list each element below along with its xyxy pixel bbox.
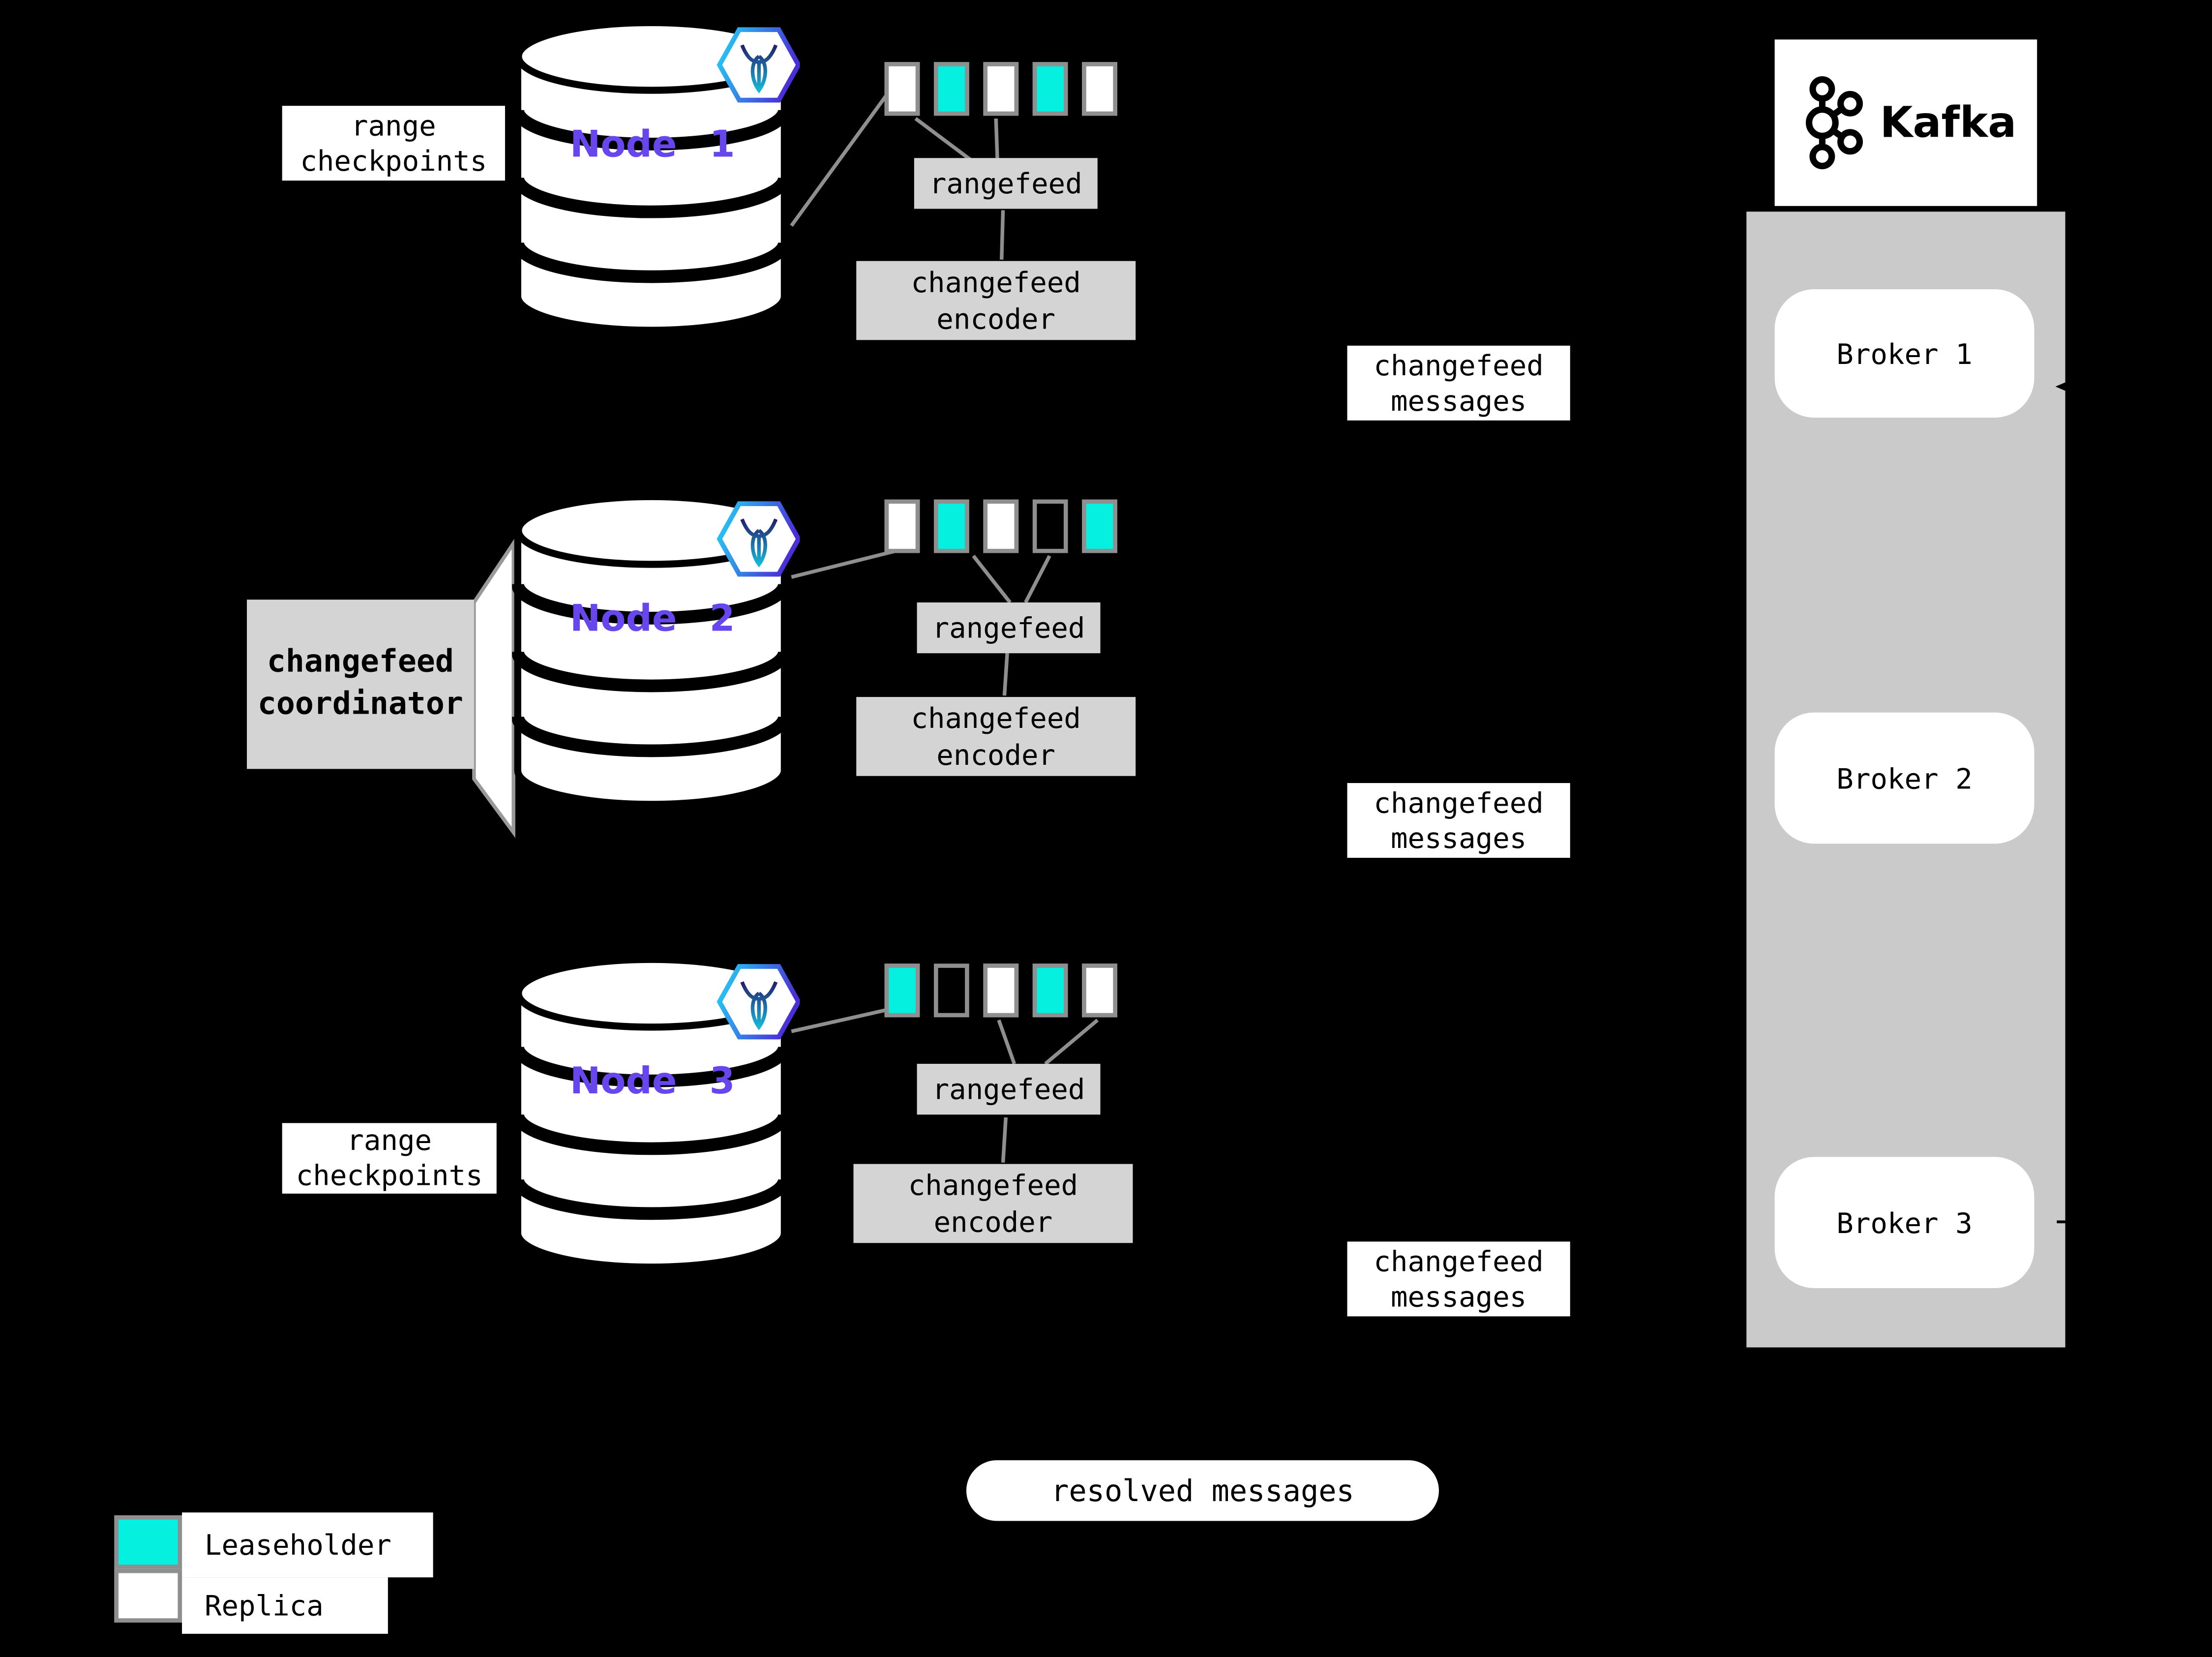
range-square — [983, 499, 1019, 553]
kafka-wordmark: Kafka — [1880, 98, 2017, 148]
changefeed-encoder-box-1: changefeed encoder — [856, 261, 1136, 340]
node2-cylinder — [512, 494, 790, 807]
legend-replica-swatch — [114, 1568, 182, 1623]
rangefeed-box-2: rangefeed — [917, 602, 1101, 654]
node3-cylinder — [512, 956, 790, 1270]
range-square — [1082, 499, 1117, 553]
cockroachdb-badge-icon — [715, 21, 800, 109]
legend-replica-label: Replica — [182, 1577, 388, 1634]
resolved-messages-pill: resolved messages — [966, 1460, 1439, 1521]
rangefeed-box-3: rangefeed — [917, 1063, 1101, 1115]
legend-leaseholder-label: Leaseholder — [182, 1512, 433, 1578]
cockroachdb-badge-icon — [715, 495, 800, 583]
range-square — [1032, 964, 1068, 1018]
range-square — [1032, 499, 1068, 553]
range-square — [1082, 964, 1117, 1018]
range-checkpoints-label-2: range checkpoints — [282, 1123, 497, 1194]
legend-leaseholder-swatch — [114, 1515, 182, 1569]
range-square — [884, 62, 920, 116]
kafka-logo-icon — [1805, 76, 1862, 170]
range-square — [934, 964, 969, 1018]
range-square — [934, 499, 969, 553]
range-square — [1082, 62, 1117, 116]
changefeed-messages-label-3: changefeed messages — [1347, 1241, 1570, 1317]
range-square — [884, 499, 920, 553]
line-range-to-rangefeed3b — [1044, 1019, 1099, 1065]
line-rangefeed1-to-encoder1 — [999, 210, 1005, 260]
rangefeed-box-1: rangefeed — [914, 158, 1098, 209]
line-node2-to-range — [791, 547, 905, 579]
line-rangefeed2-to-encoder2 — [1002, 653, 1009, 696]
node2-label: Node 2 — [569, 598, 735, 641]
broker-3: Broker 3 — [1774, 1157, 2034, 1289]
line-range-to-rangefeed2 — [972, 554, 1012, 604]
range-square — [1032, 62, 1068, 116]
changefeed-encoder-box-2: changefeed encoder — [856, 697, 1136, 776]
range-square — [983, 964, 1019, 1018]
cockroachdb-badge-icon — [715, 958, 800, 1046]
range-checkpoints-label-1: range checkpoints — [282, 106, 505, 181]
line-range-to-rangefeed2b — [1024, 555, 1051, 603]
line-range-to-rangefeed1 — [914, 117, 973, 163]
coordinator-flag-shape — [472, 537, 515, 838]
node3-label: Node 3 — [569, 1061, 735, 1104]
line-rangefeed3-to-encoder3 — [1001, 1117, 1008, 1163]
range-square — [884, 964, 920, 1018]
kafka-logo-box: Kafka — [1774, 39, 2037, 206]
range-square — [983, 62, 1019, 116]
line-range-to-rangefeed1b — [994, 118, 999, 160]
node1-cylinder — [512, 20, 790, 333]
changefeed-messages-label-2: changefeed messages — [1347, 783, 1570, 858]
line-node1-to-range — [790, 94, 888, 227]
broker-2: Broker 2 — [1774, 712, 2034, 844]
range-square — [934, 62, 969, 116]
node1-label: Node 1 — [569, 124, 735, 167]
changefeed-messages-label-1: changefeed messages — [1347, 345, 1570, 421]
changefeed-encoder-box-3: changefeed encoder — [853, 1164, 1133, 1243]
line-range-to-rangefeed3 — [997, 1019, 1016, 1065]
broker-1: Broker 1 — [1774, 289, 2034, 418]
changefeed-coordinator-box: changefeed coordinator — [247, 600, 474, 769]
